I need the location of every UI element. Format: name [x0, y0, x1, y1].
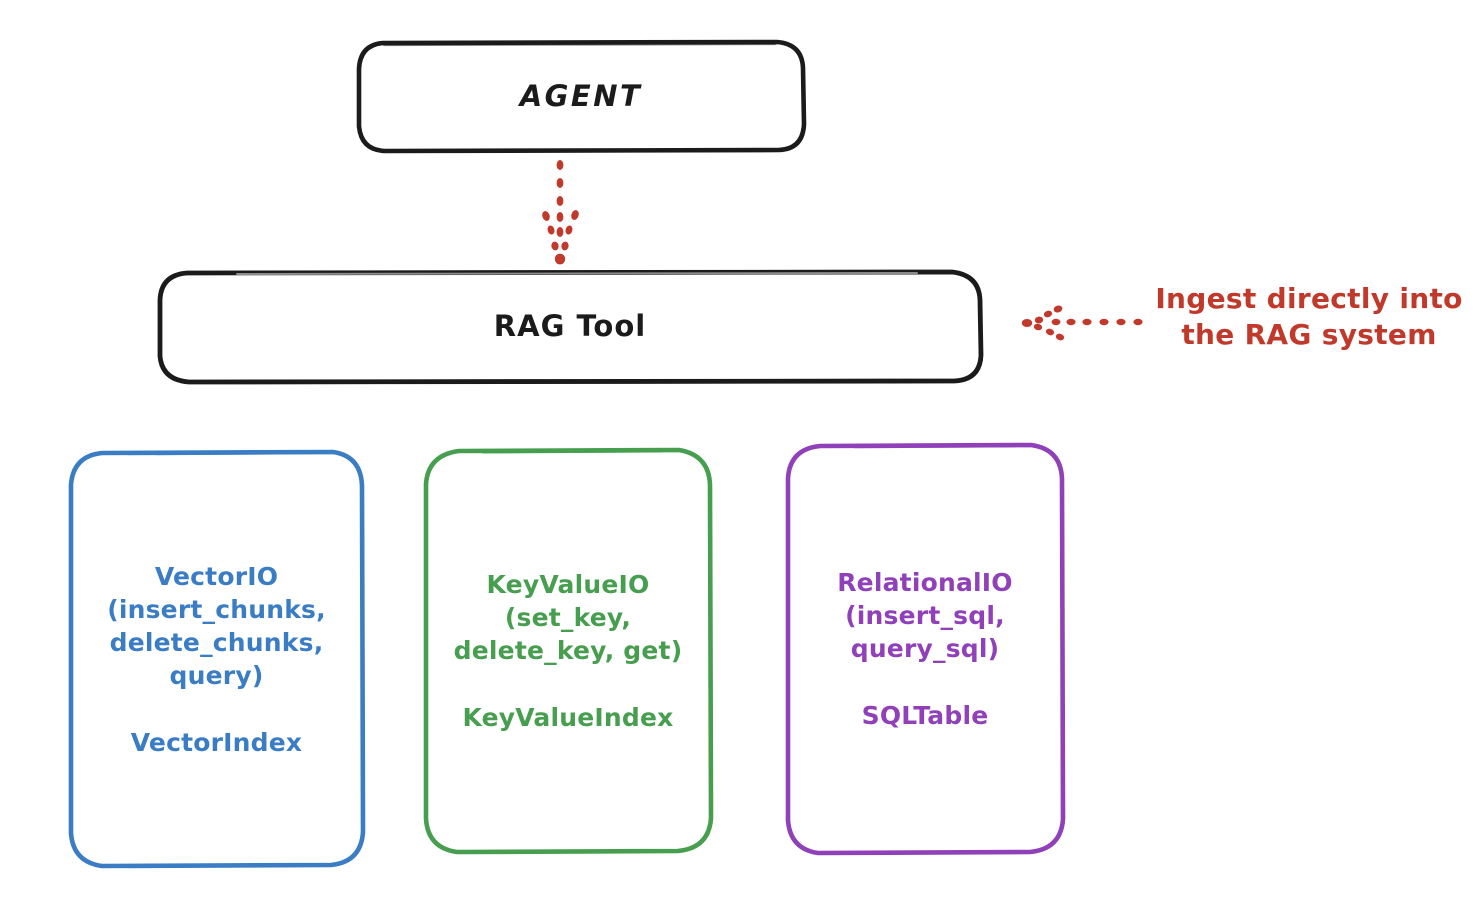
- agent-to-rag-tool-arrow: [542, 160, 579, 265]
- sql-table-label: SQLTable: [861, 701, 989, 730]
- node-vector-io[interactable]: VectorIO (insert_chunks, delete_chunks, …: [68, 449, 366, 869]
- key-value-index-label: KeyValueIndex: [462, 703, 674, 732]
- node-relational-io[interactable]: RelationalIO (insert_sql, query_sql) SQL…: [785, 442, 1066, 856]
- ingest-to-rag-tool-arrow: [1021, 305, 1143, 341]
- vector-io-label: VectorIO (insert_chunks, delete_chunks, …: [107, 561, 326, 690]
- node-rag-tool[interactable]: RAG Tool: [157, 269, 984, 385]
- relational-io-label: RelationalIO (insert_sql, query_sql): [837, 568, 1013, 663]
- vector-index-label: VectorIndex: [130, 727, 303, 757]
- ingest-annotation-text: Ingest directly into the RAG system: [1155, 282, 1463, 352]
- node-agent[interactable]: AGENT: [356, 39, 807, 154]
- node-key-value-io[interactable]: KeyValueIO (set_key, delete_key, get) Ke…: [423, 447, 714, 855]
- rag-tool-label: RAG Tool: [493, 309, 647, 344]
- key-value-io-label: KeyValueIO (set_key, delete_key, get): [453, 570, 683, 665]
- agent-label: AGENT: [519, 78, 643, 113]
